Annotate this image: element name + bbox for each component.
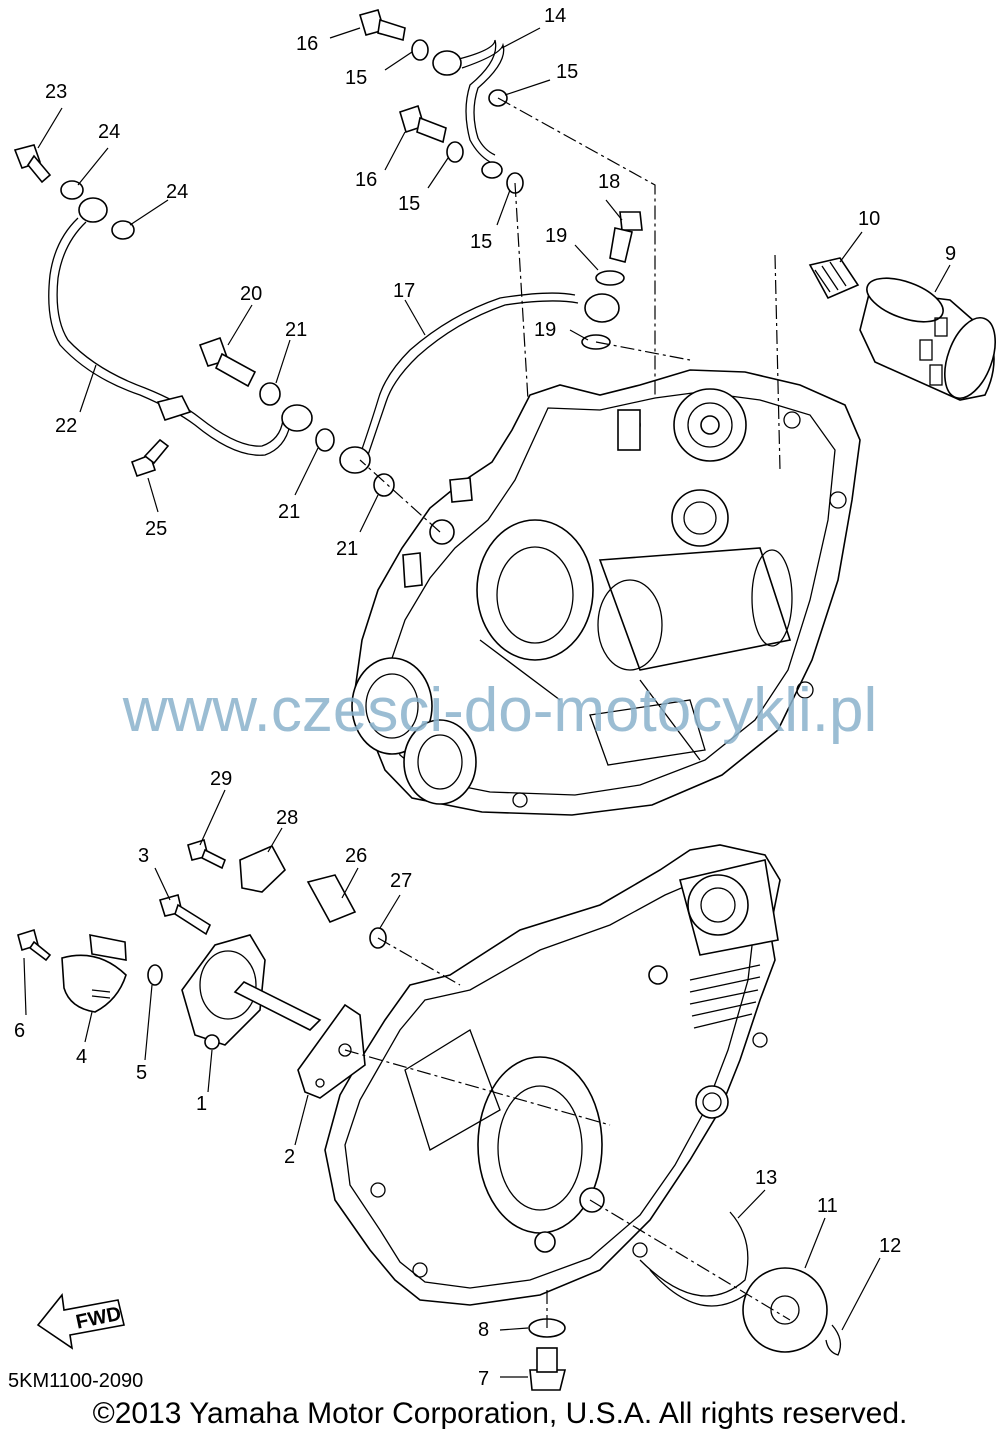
callout-4: 4 xyxy=(76,1046,87,1068)
callout-22: 22 xyxy=(55,415,77,437)
alignment-lines xyxy=(344,97,791,1328)
callout-24: 24 xyxy=(166,181,188,203)
callout-16: 16 xyxy=(355,169,377,191)
callout-20: 20 xyxy=(240,283,262,305)
callout-16: 16 xyxy=(296,33,318,55)
callout-18: 18 xyxy=(598,171,620,193)
callout-9: 9 xyxy=(945,243,956,265)
oil-filter-union-bolt xyxy=(808,257,860,300)
leader-lines xyxy=(23,27,951,1378)
callout-26: 26 xyxy=(345,845,367,867)
union-bolt-16-top xyxy=(358,9,406,42)
watermark: www.czesci-do-motocykli.pl xyxy=(122,676,878,745)
callout-12: 12 xyxy=(879,1235,901,1257)
callout-3: 3 xyxy=(138,845,149,867)
oil-pump-drive-chain xyxy=(639,1211,753,1307)
bolt-25 xyxy=(130,438,170,478)
callout-28: 28 xyxy=(276,807,298,829)
oil-pipe-17 xyxy=(339,292,620,474)
callout-14: 14 xyxy=(544,5,566,27)
callout-1: 1 xyxy=(196,1093,207,1115)
oil-pump-driven-sprocket xyxy=(742,1267,828,1353)
upper-crankcase xyxy=(351,369,861,816)
oil-strainer xyxy=(61,934,127,1013)
callout-29: 29 xyxy=(210,768,232,790)
callout-5: 5 xyxy=(136,1062,147,1084)
drain-bolt-and-gasket xyxy=(528,1318,567,1391)
callout-24: 24 xyxy=(98,121,120,143)
circlip xyxy=(825,1324,842,1356)
fwd-arrow-icon: FWD xyxy=(36,1293,125,1350)
callout-8: 8 xyxy=(478,1319,489,1341)
union-bolt-16-mid xyxy=(399,104,447,144)
callout-15: 15 xyxy=(345,67,367,89)
oil-pump-gasket xyxy=(297,1003,366,1099)
callout-2: 2 xyxy=(284,1146,295,1168)
callout-6: 6 xyxy=(14,1020,25,1042)
callout-15: 15 xyxy=(470,231,492,253)
callout-17: 17 xyxy=(393,280,415,302)
callout-11: 11 xyxy=(817,1195,838,1217)
oil-pump xyxy=(181,934,322,1050)
union-bolt-20 xyxy=(198,336,257,388)
union-bolt-23 xyxy=(13,144,52,184)
union-bolt-18 xyxy=(609,211,643,263)
callout-19: 19 xyxy=(545,225,567,247)
callout-23: 23 xyxy=(45,81,67,103)
oil-pipe-22 xyxy=(48,197,313,456)
diagram-code: 5KM1100-2090 xyxy=(8,1370,144,1392)
callout-13: 13 xyxy=(755,1167,777,1189)
callout-15: 15 xyxy=(398,193,420,215)
callout-19: 19 xyxy=(534,319,556,341)
callout-21: 21 xyxy=(285,319,307,341)
oil-pipe-14 xyxy=(432,39,505,179)
callout-10: 10 xyxy=(858,208,880,230)
callout-21: 21 xyxy=(336,538,358,560)
washers xyxy=(60,39,625,497)
callout-numbers: 16 15 14 15 16 15 15 18 19 19 10 9 23 24… xyxy=(14,5,956,1390)
lower-crankcase xyxy=(324,844,781,1306)
oil-filter xyxy=(859,277,996,401)
callout-25: 25 xyxy=(145,518,167,540)
copyright-notice: ©2013 Yamaha Motor Corporation, U.S.A. A… xyxy=(92,1397,908,1430)
small-parts-lower xyxy=(17,838,387,986)
callout-15: 15 xyxy=(556,61,578,83)
callout-21: 21 xyxy=(278,501,300,523)
callout-7: 7 xyxy=(478,1368,489,1390)
callout-27: 27 xyxy=(390,870,412,892)
